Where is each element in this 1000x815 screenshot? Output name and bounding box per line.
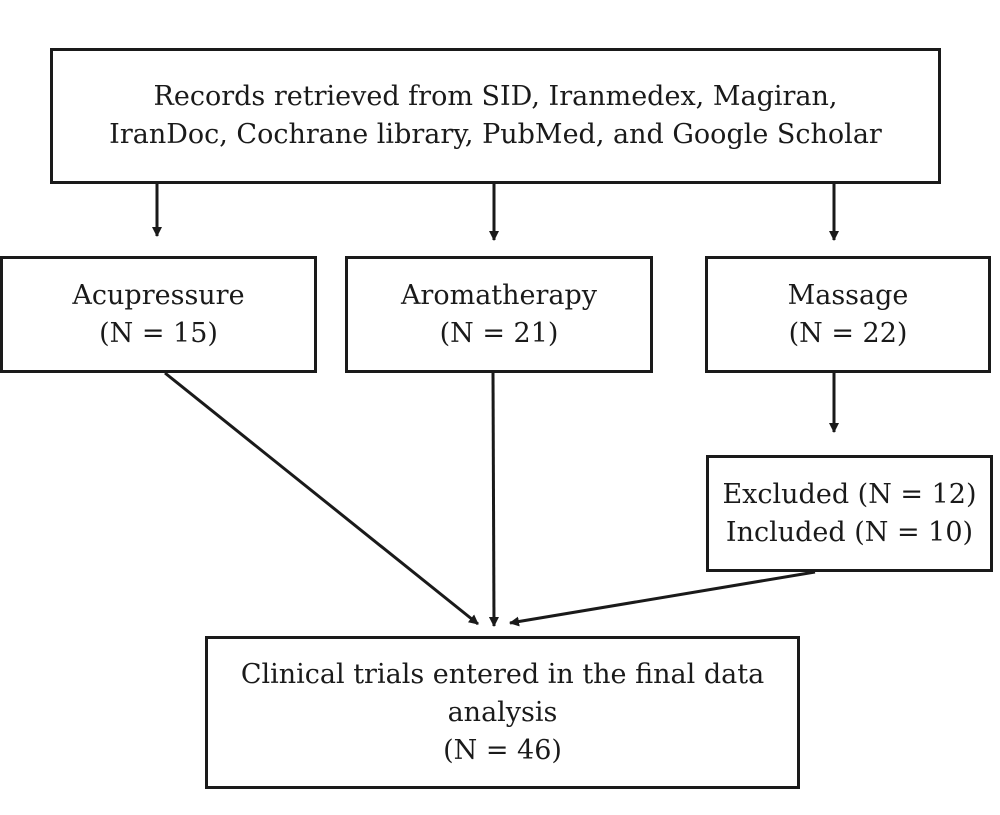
aromatherapy-box: Aromatherapy (N = 21)	[345, 256, 653, 373]
acupressure-label: Acupressure	[72, 279, 245, 311]
acupressure-box: Acupressure (N = 15)	[0, 256, 317, 373]
included-text: Included (N = 10)	[725, 516, 974, 548]
massage-label: Massage	[787, 279, 909, 311]
sources-line-2: IranDoc, Cochrane library, PubMed, and G…	[109, 119, 882, 150]
massage-count: (N = 22)	[788, 317, 908, 349]
final-line-1: Clinical trials entered in the final dat…	[240, 658, 765, 690]
final-count: (N = 46)	[443, 734, 562, 766]
acupressure-count: (N = 15)	[99, 317, 218, 349]
arrow-screening-to-final	[509, 570, 816, 627]
final-line-2: analysis	[447, 696, 558, 728]
aromatherapy-count: (N = 21)	[439, 317, 559, 349]
final-analysis-box: Clinical trials entered in the final dat…	[205, 636, 800, 789]
screening-box: Excluded (N = 12) Included (N = 10)	[706, 455, 993, 572]
excluded-text: Excluded (N = 12)	[722, 478, 977, 510]
arrow-acupressure-to-final	[164, 371, 479, 626]
massage-box: Massage (N = 22)	[705, 256, 991, 373]
sources-line-1: Records retrieved from SID, Iranmedex, M…	[153, 81, 838, 112]
sources-box: Records retrieved from SID, Iranmedex, M…	[50, 48, 941, 184]
arrow-aromatherapy-to-final	[488, 372, 499, 627]
aromatherapy-label: Aromatherapy	[400, 279, 598, 311]
